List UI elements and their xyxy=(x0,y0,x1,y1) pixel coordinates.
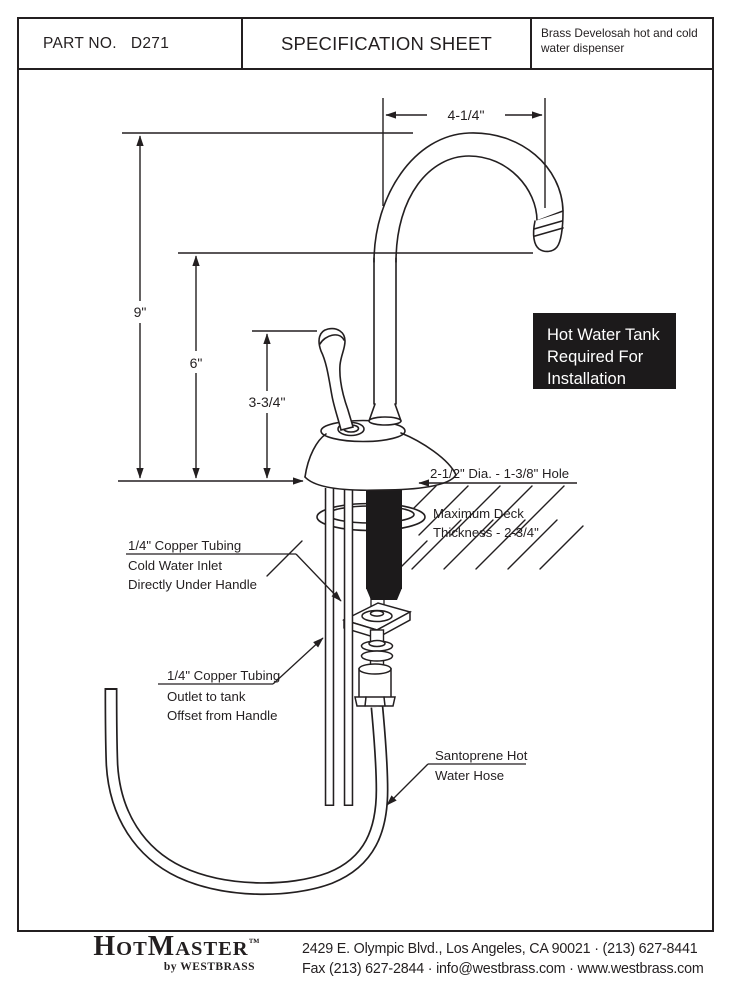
label-deck-1: Maximum Deck xyxy=(433,506,524,521)
label-hose-1: Santoprene Hot xyxy=(435,748,528,763)
brand-subtitle: by WESTBRASS xyxy=(163,961,255,973)
label-outlet-3: Offset from Handle xyxy=(167,708,277,723)
company-address: 2429 E. Olympic Blvd., Los Angeles, CA 9… xyxy=(302,940,704,979)
label-hole-size: 2-1/2" Dia. - 1-3/8" Hole xyxy=(430,466,569,481)
drawing-frame xyxy=(17,68,714,932)
label-hose-2: Water Hose xyxy=(435,768,504,783)
brand-logo: HOTMASTER™ by WESTBRASS xyxy=(84,933,269,974)
hose-coupling-nut xyxy=(354,663,396,707)
part-number-cell: PART NO. D271 xyxy=(19,19,241,68)
label-6in: 6" xyxy=(190,355,203,371)
brand-m: M xyxy=(147,931,176,962)
address-line-2: Fax (213) 627-2844 · info@westbrass.com … xyxy=(302,960,704,977)
label-4-1-4in: 4-1/4" xyxy=(448,107,485,123)
washers xyxy=(360,639,394,662)
label-3-3-4in: 3-3/4" xyxy=(249,394,286,410)
tank-notice: Hot Water Tank Required For Installation xyxy=(533,313,676,389)
dimension-labels: 9" 6" 3-3/4" 4-1/4" xyxy=(129,107,484,413)
dim-spout-reach xyxy=(382,98,546,208)
tank-notice-line2: Required For xyxy=(547,348,644,366)
label-cold-inlet-3: Directly Under Handle xyxy=(128,577,257,592)
annotations: 2-1/2" Dia. - 1-3/8" Hole Maximum Deck T… xyxy=(126,466,569,806)
label-cold-inlet-1: 1/4" Copper Tubing xyxy=(128,538,241,553)
handle xyxy=(318,327,365,437)
spout xyxy=(368,132,564,426)
copper-tubes xyxy=(324,488,354,806)
label-deck-2: Thickness - 2-3/4" xyxy=(433,525,539,540)
threaded-shank xyxy=(366,489,402,600)
title-block: PART NO. D271 SPECIFICATION SHEET Brass … xyxy=(17,17,714,70)
address-line-1: 2429 E. Olympic Blvd., Los Angeles, CA 9… xyxy=(302,941,698,957)
hot-water-hose-core xyxy=(106,689,387,894)
label-outlet-2: Outlet to tank xyxy=(167,689,246,704)
faucet-technical-drawing: 9" 6" 3-3/4" 4-1/4" 2-1/2" Dia. - 1-3/8"… xyxy=(104,98,676,896)
tank-notice-line3: Installation xyxy=(547,370,626,388)
product-description: Brass Develosah hot and cold water dispe… xyxy=(541,26,698,55)
brand-ot: OT xyxy=(116,938,148,960)
label-9in: 9" xyxy=(134,304,147,320)
part-number-label: PART NO. xyxy=(43,34,117,52)
trademark-symbol: ™ xyxy=(248,937,260,949)
label-outlet-1: 1/4" Copper Tubing xyxy=(167,668,280,683)
brand-name: HOTMASTER™ xyxy=(84,933,269,961)
label-cold-inlet-2: Cold Water Inlet xyxy=(128,558,222,573)
tank-notice-line1: Hot Water Tank xyxy=(547,326,661,344)
spout-collar xyxy=(368,403,402,426)
mounting-plate xyxy=(341,602,412,640)
sheet-title: SPECIFICATION SHEET xyxy=(241,19,532,68)
spout-nozzle xyxy=(532,211,564,253)
brand-aster: ASTER xyxy=(175,938,249,960)
brand-h: H xyxy=(93,931,117,962)
part-number-value: D271 xyxy=(130,34,170,52)
